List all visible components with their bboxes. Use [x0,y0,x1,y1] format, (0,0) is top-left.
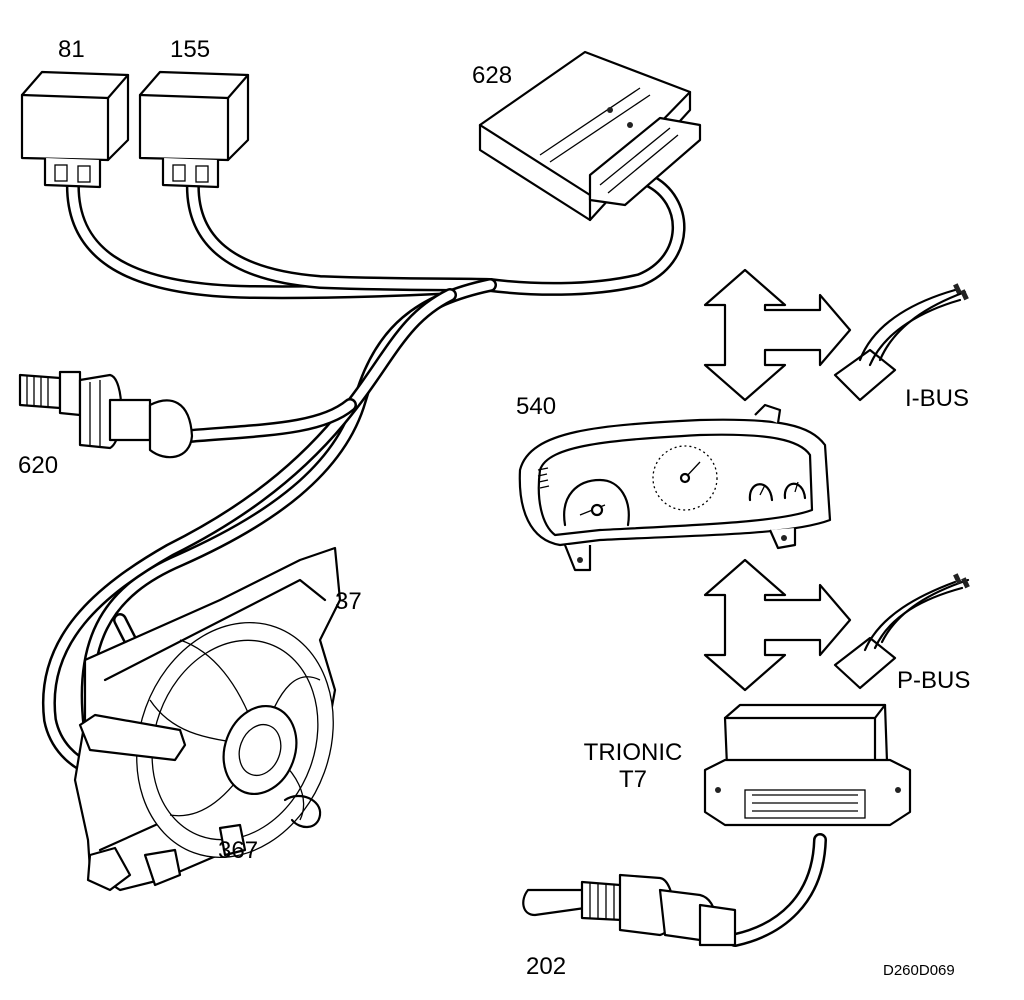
sensor-202 [522,873,737,947]
sensor-620 [18,370,194,459]
fan-assembly-37 [73,546,342,892]
label-trionic: TRIONIC [584,739,683,766]
bus-arrow-pbus [703,558,852,692]
label-37: 37 [335,588,362,615]
label-367: 367 [218,837,258,864]
label-628: 628 [472,62,512,89]
label-155: 155 [170,36,210,63]
label-81: 81 [58,36,85,63]
trionic-t7-unit [703,703,912,827]
drawing-code: D260D069 [883,962,955,979]
instrument-cluster-540 [518,403,832,572]
control-unit-628 [478,50,702,222]
label-540: 540 [516,393,556,420]
relay-81 [20,70,130,189]
ibus-connector [833,283,969,402]
label-202: 202 [526,953,566,980]
relay-155 [138,70,250,189]
pbus-connector [833,573,970,690]
label-620: 620 [18,452,58,479]
label-t7: T7 [619,766,647,793]
label-pbus: P-BUS [897,667,970,694]
labels: 81 155 628 620 540 37 367 I-BUS P-BUS TR… [18,36,970,980]
label-ibus: I-BUS [905,385,969,412]
bus-arrow-ibus [703,268,852,402]
